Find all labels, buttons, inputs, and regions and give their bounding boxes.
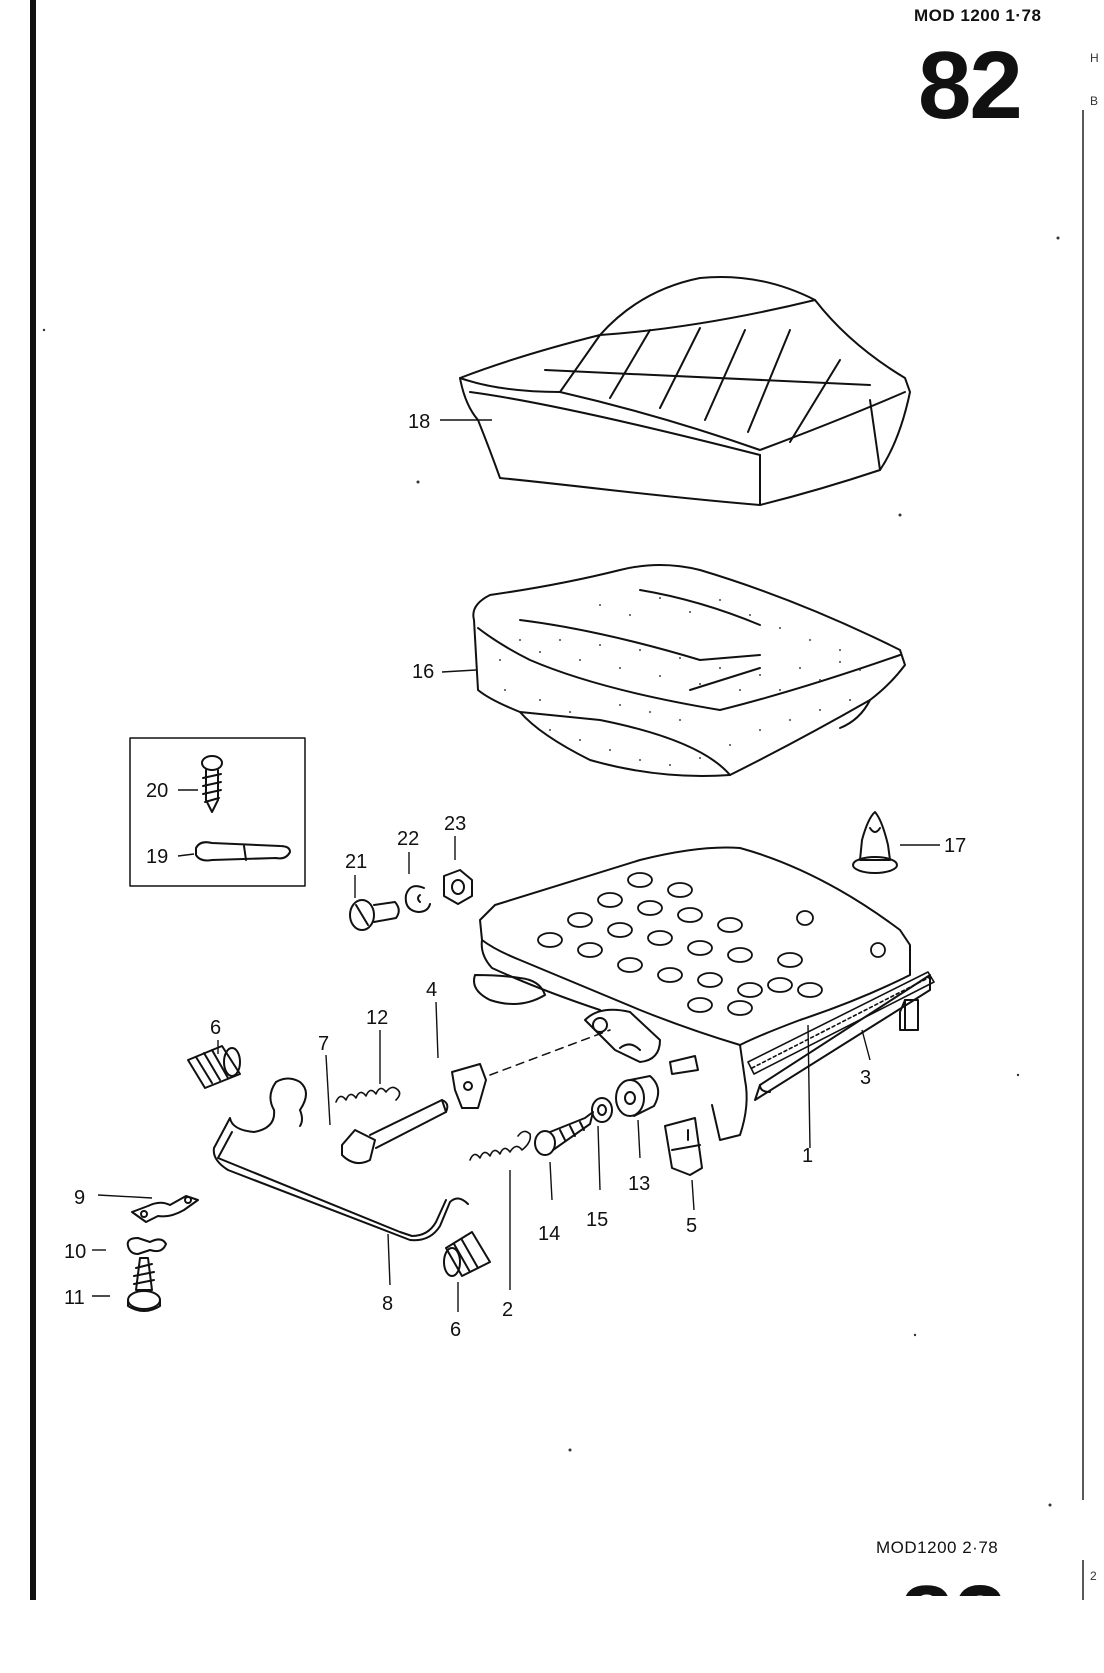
right-edge-fragment: 2 [1090, 1569, 1097, 1583]
adjuster-7 [341, 1099, 449, 1165]
callout-1: 1 [802, 1145, 813, 1167]
callout-11: 11 [64, 1287, 85, 1309]
callout-10: 10 [64, 1241, 86, 1263]
page-number: 82 [918, 32, 1023, 139]
screw-14 [534, 1111, 594, 1156]
bushing-6-upper [187, 1045, 241, 1089]
seat-frame-holes [537, 872, 886, 1016]
clip-17 [852, 811, 898, 874]
callout-labels: 18 16 20 19 21 22 23 17 4 12 7 6 3 1 13 … [64, 411, 966, 1341]
scan-specks [42, 236, 1060, 1507]
bracket-4 [451, 1063, 487, 1109]
callout-6-lower: 6 [450, 1319, 461, 1341]
model-date-footer: MOD1200 2·78 [876, 1538, 999, 1557]
callout-9: 9 [74, 1187, 85, 1209]
left-binding-edge [30, 0, 36, 1600]
spring-12 [335, 1086, 401, 1103]
dashed-alignment-line [489, 1029, 611, 1076]
slide-rail-3 [747, 971, 935, 1075]
strap-19 [195, 841, 291, 862]
callout-6-upper: 6 [210, 1017, 221, 1039]
callout-22: 22 [397, 828, 419, 850]
seat-cushion-16 [472, 564, 906, 777]
callout-14: 14 [538, 1223, 560, 1245]
clip-9 [131, 1195, 199, 1223]
callout-3: 3 [860, 1067, 871, 1089]
inset-box [129, 737, 306, 887]
callout-5: 5 [686, 1215, 697, 1237]
callout-19: 19 [146, 846, 168, 868]
seat-cover-18 [459, 275, 911, 506]
right-edge-letter: H [1090, 51, 1099, 65]
callout-16: 16 [412, 661, 434, 683]
spring-2 [469, 1130, 532, 1161]
washer-10 [126, 1237, 167, 1255]
right-edge-letter: B [1090, 94, 1098, 108]
screw-20 [201, 755, 223, 813]
callout-18: 18 [408, 411, 430, 433]
callout-4: 4 [426, 979, 437, 1001]
model-date-header: MOD 1200 1·78 [914, 6, 1042, 25]
bolt-21 [349, 899, 400, 931]
nut-23 [443, 869, 473, 905]
release-rod-8 [212, 1077, 469, 1242]
callout-17: 17 [944, 835, 966, 857]
leader-lines [92, 419, 940, 1312]
seat-frame-1 [473, 846, 931, 1141]
callout-8: 8 [382, 1293, 393, 1315]
callout-2: 2 [502, 1299, 513, 1321]
lock-washer-22 [404, 885, 431, 913]
callout-20: 20 [146, 780, 168, 802]
callout-23: 23 [444, 813, 466, 835]
frame-pivot-bracket [584, 1008, 699, 1075]
parts-catalog-page: MOD 1200 1·78 82 MOD1200 2·78 82 H B 2 [30, 0, 1099, 1600]
callout-21: 21 [345, 851, 367, 873]
callout-13: 13 [628, 1173, 650, 1195]
bushing-6-lower [443, 1231, 491, 1277]
exploded-seat-diagram: H B 2 [30, 0, 1099, 1600]
seat-cushion-stipple [499, 597, 861, 766]
washer-15 [591, 1097, 613, 1123]
callout-15: 15 [586, 1209, 608, 1231]
callout-12: 12 [366, 1007, 388, 1029]
spacer-13 [615, 1075, 660, 1117]
clamp-5 [664, 1117, 703, 1176]
next-page-number-cut: 82 [900, 1566, 1007, 1673]
callout-7: 7 [318, 1033, 329, 1055]
plug-11 [127, 1257, 161, 1312]
